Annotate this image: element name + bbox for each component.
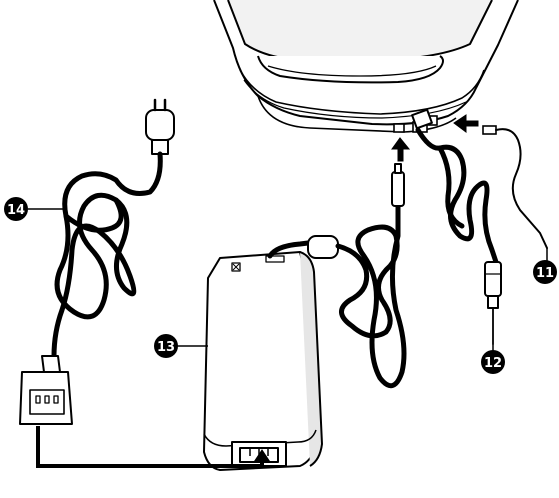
leader-lines	[28, 208, 548, 352]
callout-13: 13	[154, 334, 178, 358]
ac-power-cord	[19, 98, 175, 425]
callout-13-label: 13	[157, 340, 175, 355]
dc-cable	[267, 163, 407, 389]
callout-12: 12	[481, 350, 505, 374]
callout-12-label: 12	[484, 356, 502, 371]
callout-11-label: 11	[536, 266, 554, 281]
port-arrows	[391, 114, 479, 162]
callout-14: 14	[4, 197, 28, 221]
callout-14-label: 14	[7, 203, 25, 218]
usb-cable	[411, 108, 502, 345]
power-adapter	[203, 251, 323, 471]
device-body	[213, 0, 519, 133]
connection-arrow	[36, 426, 271, 468]
callout-11: 11	[533, 260, 557, 284]
network-cable	[482, 125, 548, 249]
